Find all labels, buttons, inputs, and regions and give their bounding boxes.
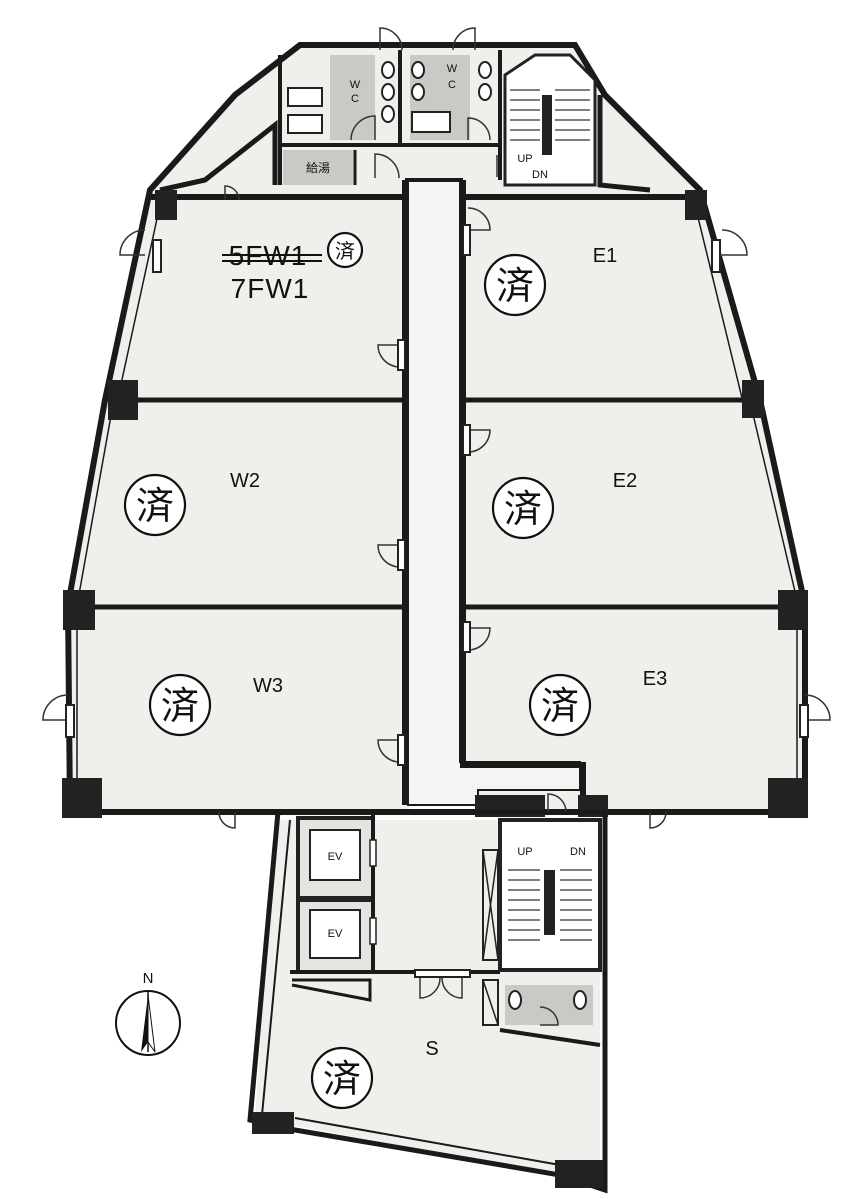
urinal-icon [478, 61, 492, 79]
room-e1 [468, 200, 748, 398]
core-wall [499, 1028, 601, 1047]
room-w3 [75, 612, 400, 805]
corridor-wall [460, 180, 586, 810]
lower-core-window [294, 1117, 561, 1166]
wc-left-c: C [351, 93, 359, 105]
room-label-w3: W3 [253, 675, 283, 697]
kyuto-label: 給湯 [306, 161, 330, 175]
room-label-w2: W2 [230, 470, 260, 492]
room-label-s: S [425, 1038, 438, 1060]
ev-label-2: EV [328, 928, 343, 940]
wc-right-w: W [447, 63, 458, 75]
core-wall [291, 978, 372, 1002]
ev-door [369, 917, 377, 945]
status-mark: 済 [136, 484, 174, 528]
urinal-icon [411, 61, 425, 79]
stair-top-treads [510, 89, 590, 141]
status-mark: 済 [504, 487, 542, 531]
shutter [482, 849, 499, 961]
stair-bottom-up: UP [517, 846, 532, 858]
stair-top-up: UP [517, 153, 532, 165]
kyuto-room [283, 150, 353, 185]
window-line [694, 204, 743, 399]
inner-wall [159, 119, 278, 193]
stair-bottom-newel [544, 870, 555, 935]
column [742, 380, 764, 418]
column [555, 1160, 603, 1188]
inner-wall [597, 95, 651, 193]
window-line [117, 204, 161, 399]
urinal-icon [478, 83, 492, 101]
room-e2 [468, 405, 793, 605]
ev-label-1: EV [328, 851, 343, 863]
status-mark-small: 済 [335, 239, 355, 263]
status-badge-s: 済 [310, 1046, 374, 1110]
lower-core-window [261, 819, 291, 1116]
toilet-stall [411, 111, 451, 133]
urinal-icon [381, 105, 395, 123]
status-mark: 済 [496, 264, 534, 308]
elevator-car-1 [309, 829, 361, 881]
status-badge-e2: 済 [491, 476, 555, 540]
toilet-stall [287, 87, 323, 107]
ev-door [369, 839, 377, 867]
status-badge-small [326, 231, 364, 269]
stair-bottom-dn: DN [570, 846, 586, 858]
door-swings [42, 27, 831, 829]
compass-north-label: N [143, 970, 154, 987]
toilet-icon [573, 990, 587, 1010]
room-e3 [468, 612, 795, 805]
status-badge-w3: 済 [148, 673, 212, 737]
room-label-w1-new: 7FW1 [231, 273, 310, 304]
column [62, 778, 102, 818]
column [768, 778, 808, 818]
room-label-e1: E1 [593, 245, 617, 267]
elevator-car-2 [309, 909, 361, 959]
status-mark: 済 [541, 684, 579, 728]
column [685, 190, 707, 220]
lower-door-swings [419, 793, 567, 1026]
room-label-e3: E3 [643, 668, 667, 690]
stair-top-newel [542, 95, 552, 155]
urinal-icon [411, 83, 425, 101]
toilet-stall [287, 114, 323, 134]
column [155, 190, 177, 220]
status-mark: 済 [161, 684, 199, 728]
room-w2 [77, 405, 400, 605]
status-badge-e3: 済 [528, 673, 592, 737]
urinal-icon [381, 61, 395, 79]
door-leaf [414, 969, 471, 978]
shutter [482, 979, 499, 1026]
door-leaves [65, 224, 809, 766]
column [63, 590, 95, 630]
toilet-icon [508, 990, 522, 1010]
compass-icon: N [115, 970, 181, 1056]
status-mark: 済 [323, 1057, 361, 1101]
window-line [751, 409, 798, 601]
wc-left-w: W [350, 79, 361, 91]
column [778, 590, 808, 630]
status-badge-e1: 済 [483, 253, 547, 317]
wc-right-c: C [448, 79, 456, 91]
column [108, 380, 138, 420]
stair-bottom-treads [508, 869, 592, 941]
status-badge-w2: 済 [123, 473, 187, 537]
wc-left-area [330, 55, 375, 140]
window-line [77, 409, 113, 601]
urinal-icon [381, 83, 395, 101]
column [252, 1112, 294, 1134]
stair-top-dn: DN [532, 169, 548, 181]
room-label-e2: E2 [613, 470, 637, 492]
